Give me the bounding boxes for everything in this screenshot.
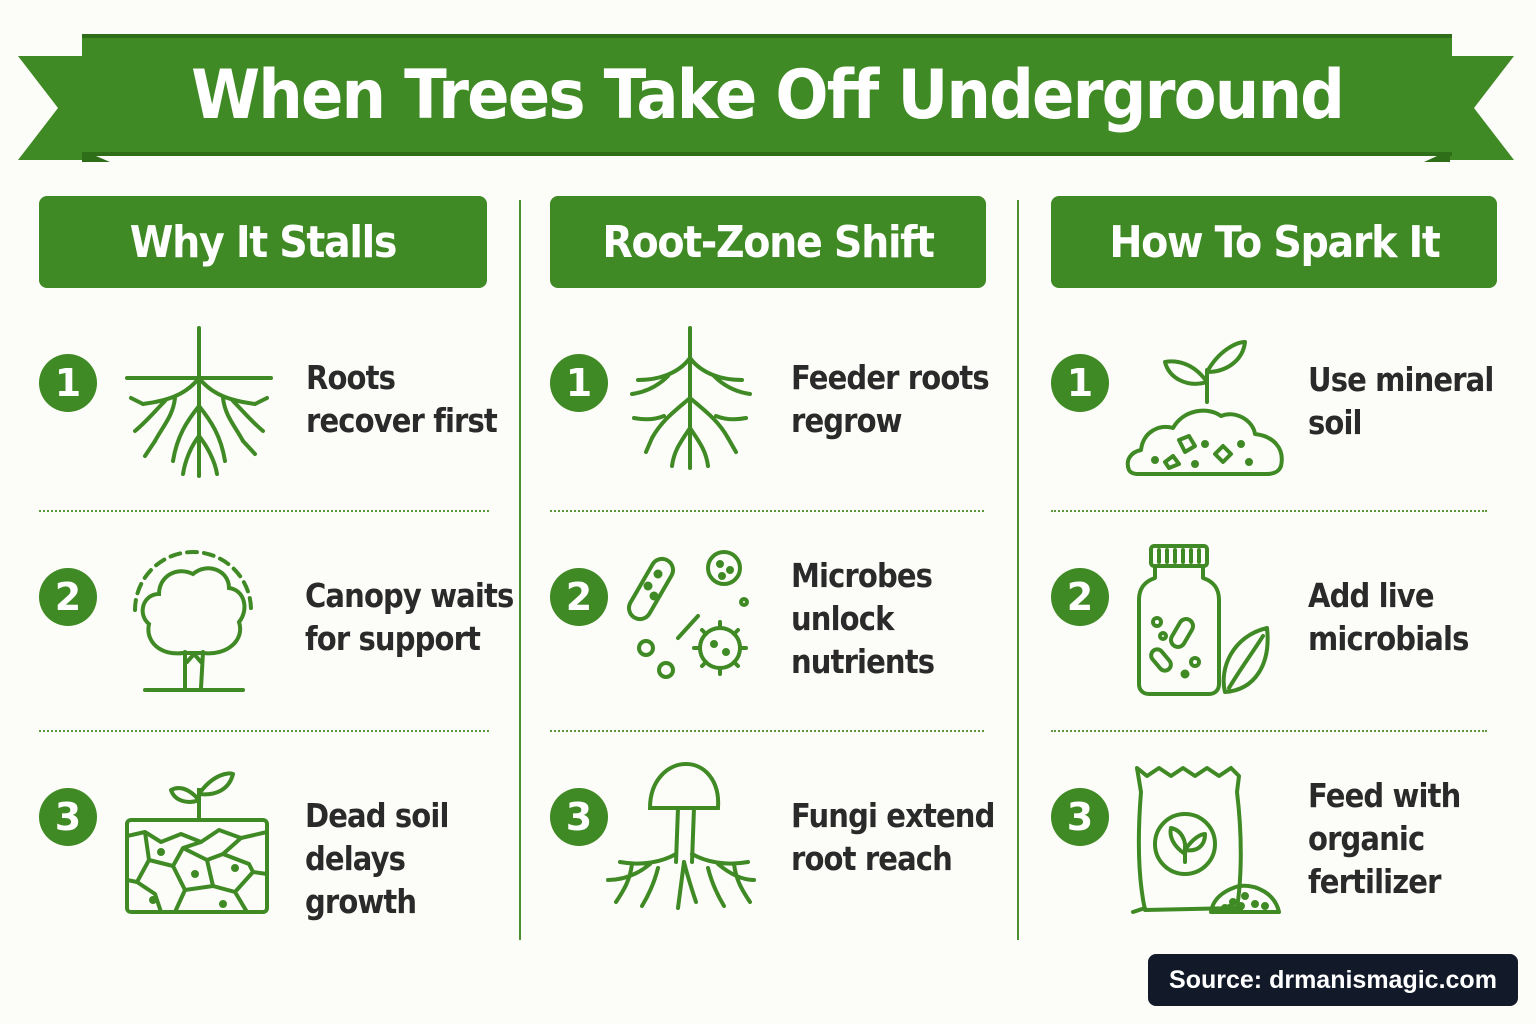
microbes-icon <box>627 550 758 692</box>
tree-canopy-icon <box>131 538 256 698</box>
item-text: Roots recover first <box>306 358 498 440</box>
item-text: Add live microbials <box>1308 576 1469 658</box>
cracked-soil-sprout-icon <box>125 764 275 924</box>
column-divider <box>1017 200 1019 940</box>
mushroom-roots-icon <box>602 761 756 917</box>
column-heading: Root-Zone Shift <box>602 216 935 268</box>
list-item: 2 Microbes unlock nutrients <box>550 536 1000 736</box>
step-number-badge: 1 <box>1051 354 1109 412</box>
column-heading: How To Spark It <box>1108 216 1440 268</box>
item-text: Canopy waits for support <box>305 576 514 658</box>
source-credit: Source: drmanismagic.com <box>1148 954 1518 1006</box>
list-item: 1 Feeder roots regrow <box>550 326 1000 526</box>
banner-body: When Trees Take Off Underground <box>82 34 1452 156</box>
item-text: Use mineral soil <box>1308 360 1494 442</box>
list-item: 3 Feed with organic fertilizer <box>1051 756 1501 956</box>
column-heading-box: Why It Stalls <box>39 196 487 288</box>
column-divider <box>519 200 521 940</box>
column-how-to-spark-it: How To Spark It 1 Use mineral soil 2 <box>1051 196 1501 946</box>
step-number-badge: 3 <box>550 788 608 846</box>
step-number-badge: 2 <box>550 568 608 626</box>
step-number-badge: 3 <box>1051 788 1109 846</box>
list-item: 3 Dead soil delays growth <box>39 756 489 956</box>
sprout-in-soil-icon <box>1123 332 1288 487</box>
item-text: Feeder roots regrow <box>791 358 990 440</box>
row-divider <box>39 510 489 512</box>
row-divider <box>550 510 984 512</box>
list-item: 3 Fungi extend root reach <box>550 756 1000 956</box>
feeder-roots-icon <box>628 326 758 478</box>
list-item: 2 Canopy waits for support <box>39 536 514 736</box>
step-number-badge: 2 <box>39 568 97 626</box>
page-title: When Trees Take Off Underground <box>190 55 1345 135</box>
item-text: Feed with organic fertilizer <box>1308 776 1461 901</box>
microbial-jar-icon <box>1137 544 1277 704</box>
roots-icon <box>125 326 275 481</box>
step-number-badge: 1 <box>550 354 608 412</box>
title-banner: When Trees Take Off Underground <box>0 0 1536 170</box>
column-root-zone-shift: Root-Zone Shift 1 Feeder roots regrow 2 <box>550 196 1000 946</box>
row-divider <box>550 730 984 732</box>
item-text: Dead soil delays growth <box>305 796 449 921</box>
item-text: Fungi extend root reach <box>791 796 995 878</box>
row-divider <box>39 730 489 732</box>
item-text: Microbes unlock nutrients <box>791 556 935 681</box>
step-number-badge: 1 <box>39 354 97 412</box>
column-heading-box: Root-Zone Shift <box>550 196 986 288</box>
fertilizer-bag-icon <box>1129 762 1289 927</box>
column-heading-box: How To Spark It <box>1051 196 1497 288</box>
step-number-badge: 2 <box>1051 568 1109 626</box>
row-divider <box>1051 510 1487 512</box>
list-item: 1 Use mineral soil <box>1051 326 1501 526</box>
column-heading: Why It Stalls <box>129 216 398 268</box>
step-number-badge: 3 <box>39 788 97 846</box>
row-divider <box>1051 730 1487 732</box>
column-why-it-stalls: Why It Stalls 1 Roots recover first 2 <box>39 196 514 946</box>
list-item: 1 Roots recover first <box>39 326 498 526</box>
list-item: 2 Add live microbials <box>1051 536 1501 736</box>
